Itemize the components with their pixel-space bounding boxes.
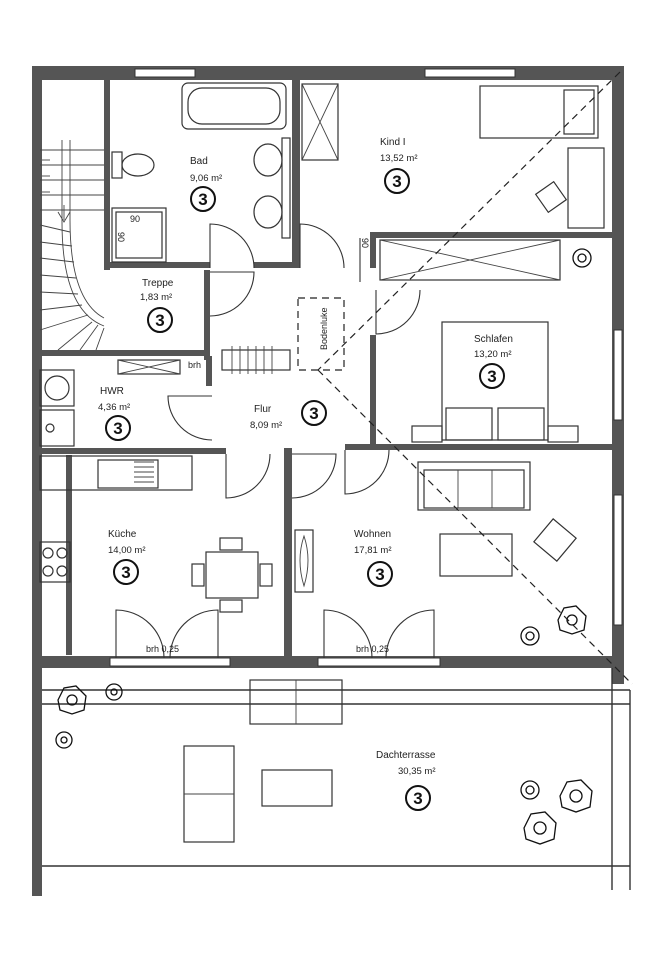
plant-icon <box>559 779 593 813</box>
room-name: Wohnen <box>354 529 391 540</box>
double-bed <box>411 321 579 443</box>
plants <box>55 248 593 845</box>
room-label-wohnen: Wohnen 17,81 m² 3 <box>354 529 393 587</box>
room-name: HWR <box>100 386 124 397</box>
room-label-dachterrasse: Dachterrasse 30,35 m² 3 <box>376 750 436 811</box>
room-name: Kind I <box>380 137 406 148</box>
plant-icon <box>557 605 587 635</box>
room-label-flur: Flur 8,09 m² 3 <box>250 400 327 431</box>
living-furniture <box>294 461 577 593</box>
room-name: Flur <box>254 404 272 415</box>
room-marker: 3 <box>121 563 130 582</box>
room-label-treppe: Treppe 1,83 m² 3 <box>140 278 174 333</box>
dining-table <box>191 537 273 613</box>
room-marker: 3 <box>392 172 401 191</box>
room-area: 9,06 m² <box>190 173 222 184</box>
plant-icon <box>523 811 557 845</box>
room-area: 30,35 m² <box>398 766 436 777</box>
room-name: Dachterrasse <box>376 750 436 761</box>
roof-slope-lines <box>317 71 633 685</box>
room-label-kueche: Küche 14,00 m² 3 <box>108 529 146 585</box>
kitchen-fixtures <box>39 455 193 583</box>
room-marker: 3 <box>113 419 122 438</box>
room-area: 17,81 m² <box>354 545 392 556</box>
plant-icon <box>520 780 540 800</box>
hwr-fixtures <box>39 359 181 447</box>
kind-door-note: 90 <box>360 238 370 248</box>
doors <box>115 223 435 659</box>
outer-walls <box>32 66 624 896</box>
room-area: 8,09 m² <box>250 420 282 431</box>
plant-icon <box>520 626 540 646</box>
room-marker: 3 <box>198 190 207 209</box>
room-area: 13,20 m² <box>474 349 512 360</box>
room-area: 14,00 m² <box>108 545 146 556</box>
kind-furniture <box>479 85 605 229</box>
room-marker: 3 <box>487 367 496 386</box>
room-marker: 3 <box>413 789 422 808</box>
plant-icon <box>55 731 73 749</box>
room-name: Bad <box>190 156 208 167</box>
shower-dimension: 90 <box>130 214 140 224</box>
interior-walls <box>40 80 612 658</box>
plant-icon <box>57 685 87 715</box>
bathroom-fixtures <box>111 82 291 263</box>
shower-dimension-small: 90 <box>116 232 126 242</box>
roof-hatch-label: Bodenluke <box>319 307 329 350</box>
parapet-height-kitchen: brh 0,25 <box>146 644 179 654</box>
parapet-height-living: brh 0,25 <box>356 644 389 654</box>
room-marker: 3 <box>375 565 384 584</box>
room-name: Küche <box>108 529 137 540</box>
room-label-hwr: HWR 4,36 m² 3 <box>98 386 131 441</box>
terrace <box>42 668 631 890</box>
room-marker: 3 <box>309 404 318 423</box>
room-area: 13,52 m² <box>380 153 418 164</box>
room-marker: 3 <box>155 311 164 330</box>
wardrobe-cross <box>379 239 561 281</box>
room-label-bad: Bad 9,06 m² 3 <box>190 156 222 212</box>
plant-icon <box>572 248 592 268</box>
room-name: Schlafen <box>474 334 513 345</box>
room-area: 1,83 m² <box>140 292 172 303</box>
hwr-door-note: brh <box>188 360 201 370</box>
closet-cross <box>301 83 339 161</box>
staircase <box>39 140 105 351</box>
room-area: 4,36 m² <box>98 402 130 413</box>
coat-rack <box>221 346 291 374</box>
room-label-schlafen: Schlafen 13,20 m² 3 <box>474 334 513 389</box>
room-label-kind: Kind I 13,52 m² 3 <box>380 137 418 194</box>
room-name: Treppe <box>142 278 174 289</box>
plant-icon <box>105 683 123 701</box>
